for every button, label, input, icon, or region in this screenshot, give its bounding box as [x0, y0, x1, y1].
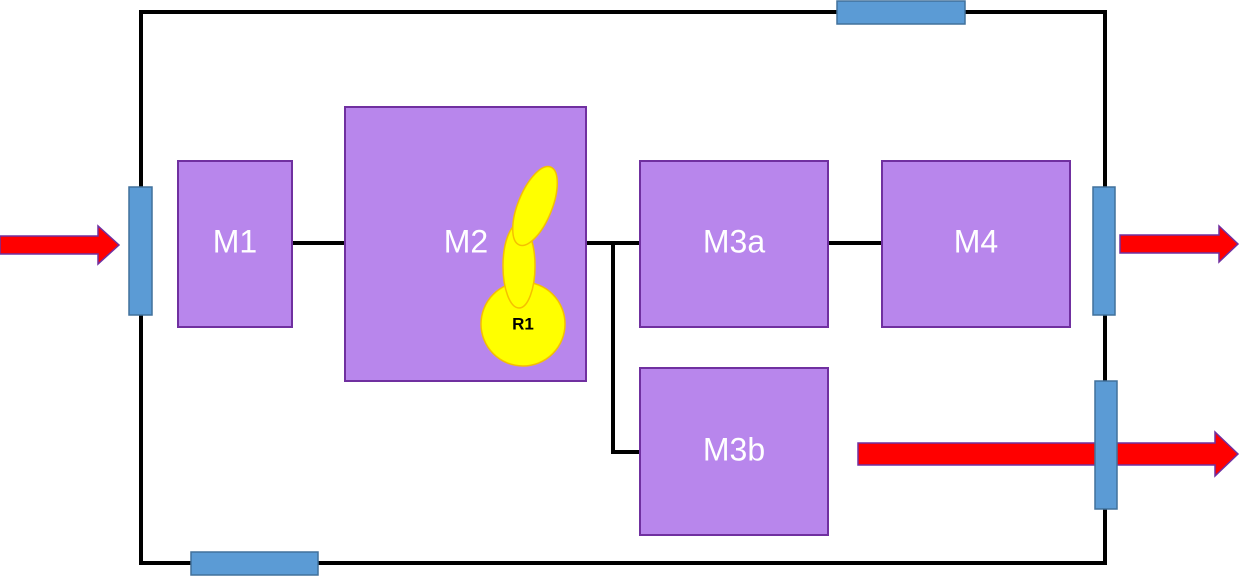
robot-r1-upper-arm[interactable] [504, 161, 567, 252]
module-m3a-label: M3a [703, 223, 765, 259]
arrow-output-m4-shape [1119, 224, 1240, 264]
connection-lines [292, 241, 882, 454]
module-m3b-label: M3b [703, 431, 765, 467]
line-branch-m3b [611, 243, 640, 454]
arrow-output-m3b [857, 430, 1240, 478]
arrow-output-m3b-shape [857, 430, 1240, 478]
module-m1-label: M1 [213, 223, 257, 259]
robot-r1[interactable]: R1 [480, 161, 567, 367]
port-top[interactable] [836, 0, 966, 25]
port-right-output-m3b[interactable] [1094, 380, 1118, 510]
module-m2-label: M2 [444, 223, 488, 259]
module-m3b-box[interactable] [639, 367, 829, 536]
module-m4[interactable]: M4 [881, 160, 1071, 328]
arrow-output-m4 [1119, 224, 1240, 264]
module-m1-box[interactable] [177, 160, 293, 328]
module-m4-label: M4 [954, 223, 998, 259]
port-bottom[interactable] [190, 551, 319, 576]
port-right-output-m4[interactable] [1092, 186, 1116, 316]
module-m1[interactable]: M1 [177, 160, 293, 328]
module-m4-box[interactable] [881, 160, 1071, 328]
port-left-input[interactable] [128, 186, 153, 316]
arrow-input-left-shape [0, 224, 121, 266]
ports [128, 0, 1118, 576]
module-m3a[interactable]: M3a [639, 160, 829, 328]
module-m3a-box[interactable] [639, 160, 829, 328]
robot-r1-label: R1 [512, 314, 534, 333]
module-m3b[interactable]: M3b [639, 367, 829, 536]
arrow-input-left [0, 224, 121, 266]
